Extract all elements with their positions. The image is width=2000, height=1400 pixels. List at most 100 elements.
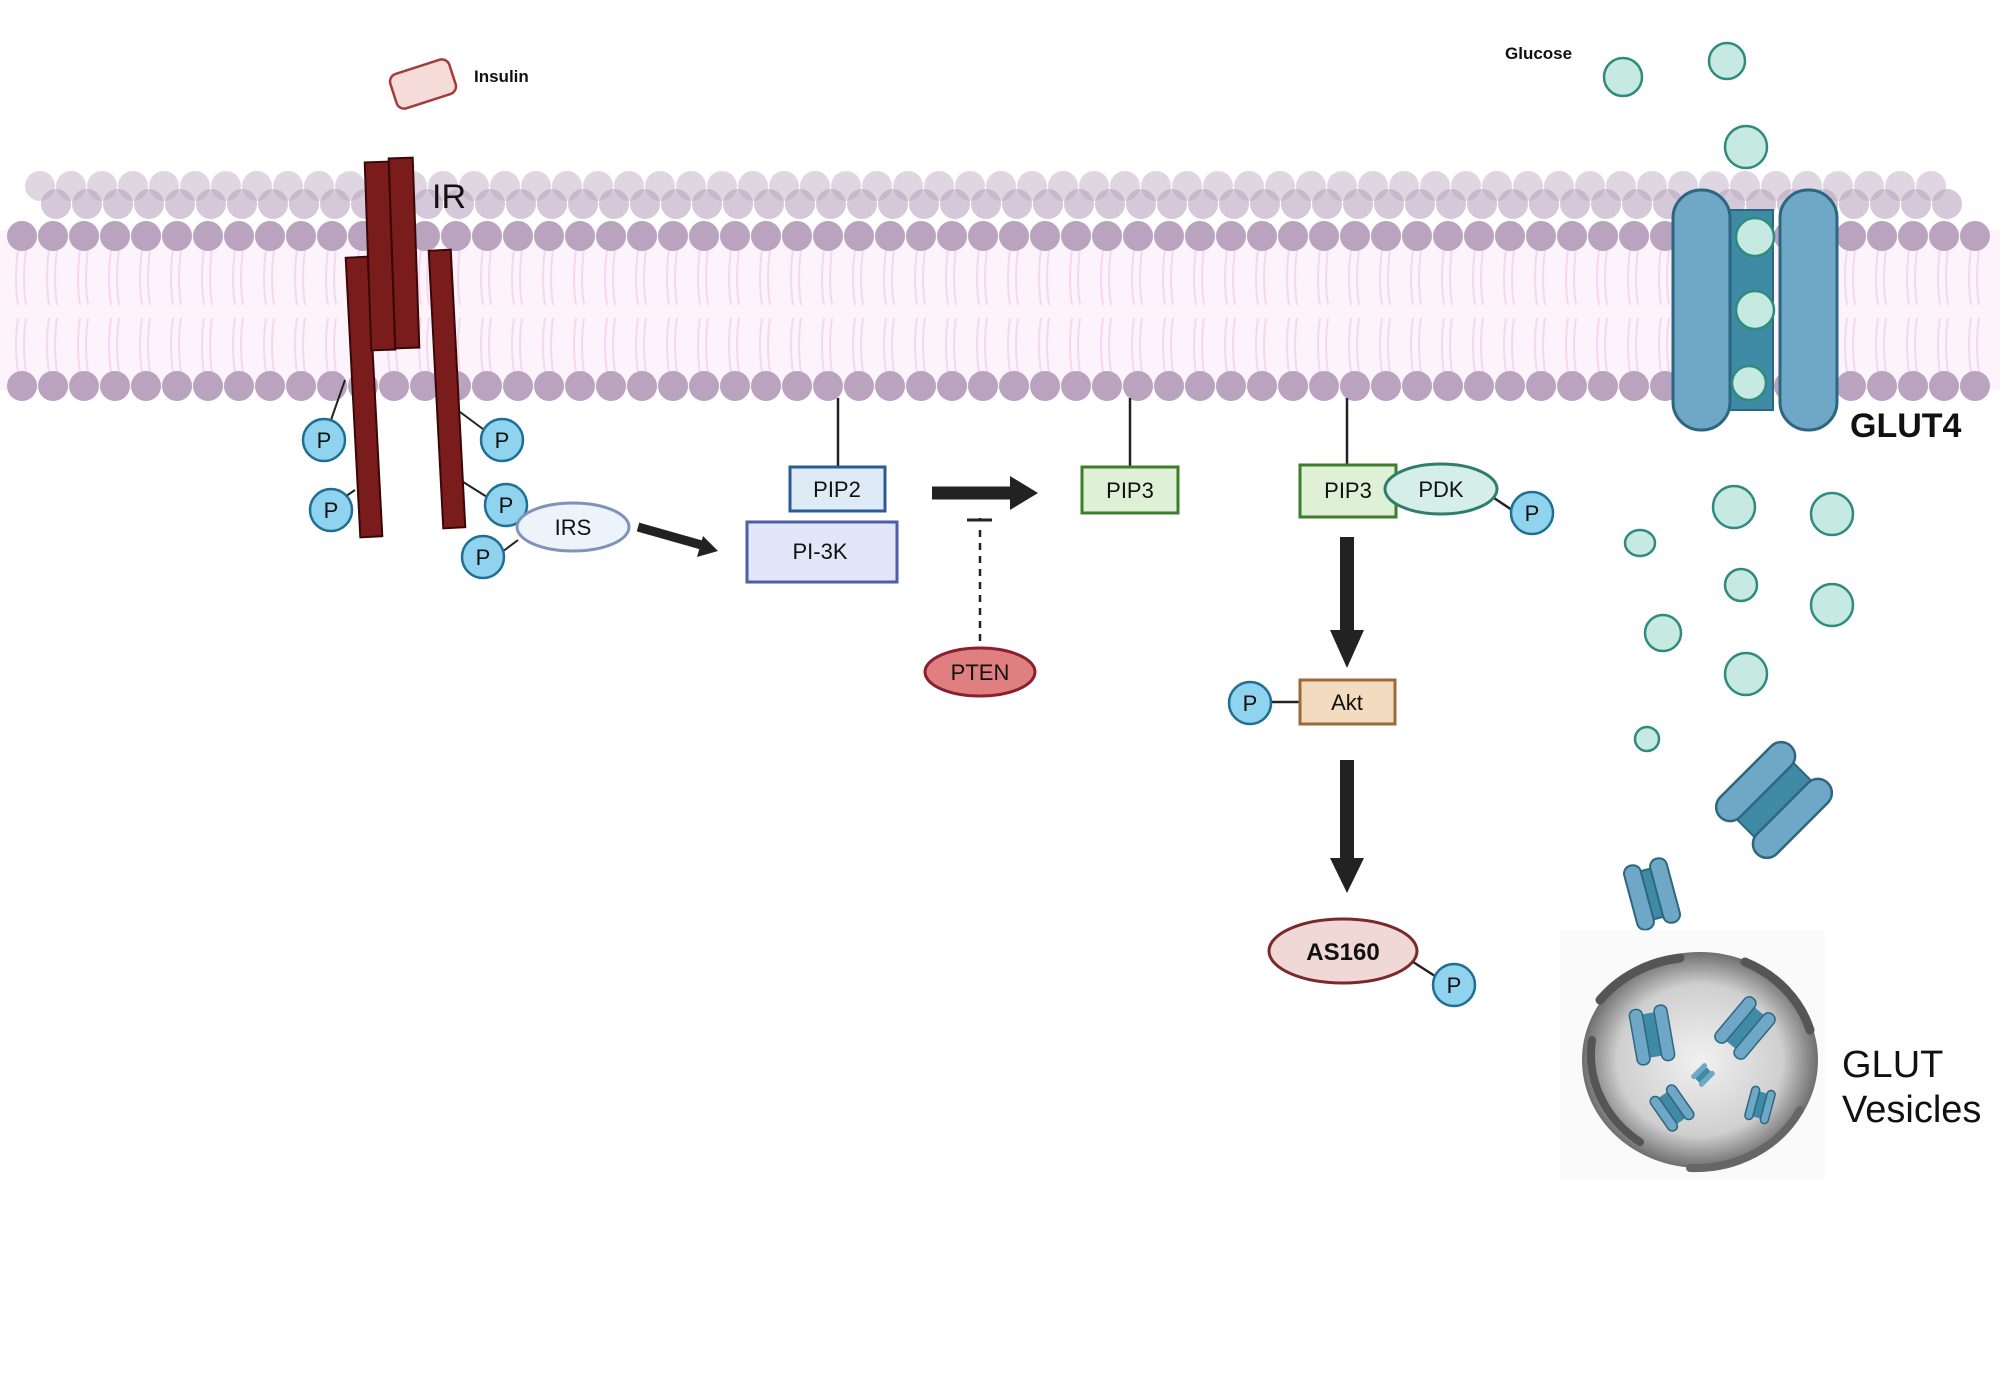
lipid-head <box>661 189 691 219</box>
lipid-tail <box>821 317 825 373</box>
lipid-tail <box>1410 317 1414 373</box>
lipid-tail <box>953 249 957 306</box>
pip3-node-a: PIP3 <box>1080 465 1180 515</box>
lipid-tail <box>1844 249 1848 306</box>
phospho-label: P <box>499 493 514 518</box>
glut4-transporter <box>1671 188 1839 432</box>
lipid-head <box>255 371 285 401</box>
lipid-head <box>1932 189 1962 219</box>
lipid-head <box>410 221 440 251</box>
lipid-head <box>1464 371 1494 401</box>
lipid-head <box>689 221 719 251</box>
lipid-head <box>1402 221 1432 251</box>
lipid-tail <box>1635 249 1639 306</box>
phospho-label: P <box>1243 691 1258 716</box>
lipid-tail <box>1852 249 1856 306</box>
lipid-tail <box>573 317 577 373</box>
lipid-head <box>1154 221 1184 251</box>
lipid-head <box>1092 221 1122 251</box>
glucose-molecule <box>1723 124 1769 170</box>
akt-label: Akt <box>1331 690 1363 715</box>
lipid-head <box>38 221 68 251</box>
lipid-tail <box>240 317 244 373</box>
lipid-tail <box>1627 317 1631 373</box>
lipid-tail <box>1480 317 1484 373</box>
phospho-link <box>1409 958 1439 980</box>
lipid-tail <box>1294 317 1298 373</box>
glucose-molecule <box>1723 651 1769 697</box>
lipid-head <box>906 371 936 401</box>
lipid-head <box>193 371 223 401</box>
phospho-site <box>1509 490 1555 536</box>
lipid-tail <box>1100 317 1104 373</box>
lipid-tail <box>790 317 794 373</box>
glut-in-vesicle <box>1691 1063 1715 1087</box>
lipid-tail <box>511 317 515 373</box>
lipid-head <box>534 371 564 401</box>
lipid-head <box>937 221 967 251</box>
plasma-membrane <box>0 171 2000 401</box>
lipid-tail <box>550 317 554 373</box>
lipid-tail <box>15 249 19 306</box>
lipid-head <box>599 189 629 219</box>
lipid-tail <box>1263 317 1267 373</box>
lipid-head <box>940 189 970 219</box>
lipid-head <box>1309 371 1339 401</box>
glucose-molecule <box>1711 484 1757 530</box>
glut-subunit <box>1665 1084 1695 1121</box>
lipid-tail <box>984 249 988 306</box>
lipid-head <box>1557 371 1587 401</box>
glut-subunit <box>1714 740 1797 823</box>
pip2-label: PIP2 <box>813 477 861 502</box>
lipid-tail <box>457 317 461 373</box>
lipid-head <box>1402 371 1432 401</box>
lipid-tail <box>705 249 709 306</box>
lipid-head <box>1278 221 1308 251</box>
pip3-label: PIP3 <box>1324 478 1372 503</box>
lipid-head <box>627 371 657 401</box>
lipid-tail <box>736 317 740 373</box>
glut-subunit <box>1691 1063 1708 1080</box>
lipid-head <box>1464 221 1494 251</box>
lipid-head <box>472 221 502 251</box>
lipid-tail <box>1015 249 1019 306</box>
lipid-tail <box>1139 317 1143 373</box>
lipid-head <box>878 189 908 219</box>
lipid-tail <box>759 249 763 306</box>
pten-label: PTEN <box>951 660 1010 685</box>
glut-in-vesicle <box>1628 1004 1676 1066</box>
lipid-head <box>1216 221 1246 251</box>
lipid-tail <box>728 249 732 306</box>
lipid-tail <box>922 249 926 306</box>
lipid-tail <box>891 249 895 306</box>
lipid-head <box>7 221 37 251</box>
lipid-tail <box>697 249 701 306</box>
lipid-tail <box>1131 317 1135 373</box>
lipid-head <box>41 189 71 219</box>
lipid-head <box>1247 221 1277 251</box>
phospho-site <box>460 534 506 580</box>
glut-subunit <box>1628 1008 1651 1066</box>
lipid-head <box>413 189 443 219</box>
lipid-tail <box>1162 249 1166 306</box>
lipid-tail <box>488 317 492 373</box>
lipid-tail <box>976 317 980 373</box>
lipid-tail <box>635 249 639 306</box>
lipid-head <box>69 221 99 251</box>
lipid-tail <box>1007 249 1011 306</box>
lipid-tail <box>1224 317 1228 373</box>
arrow-head <box>1010 476 1038 510</box>
lipid-head <box>1154 371 1184 401</box>
lipid-tail <box>1410 249 1414 306</box>
phospho-label: P <box>324 498 339 523</box>
membrane-core <box>0 230 2000 390</box>
lipid-tail <box>1604 249 1608 306</box>
lipid-tail <box>635 317 639 373</box>
lipid-head <box>630 189 660 219</box>
pdk-node: PDK <box>1383 462 1499 516</box>
lipid-head <box>1929 221 1959 251</box>
lipid-head <box>441 221 471 251</box>
lipid-head <box>1002 189 1032 219</box>
glut-subunit <box>1733 1012 1776 1060</box>
insulin-molecule: Insulin <box>388 58 529 110</box>
